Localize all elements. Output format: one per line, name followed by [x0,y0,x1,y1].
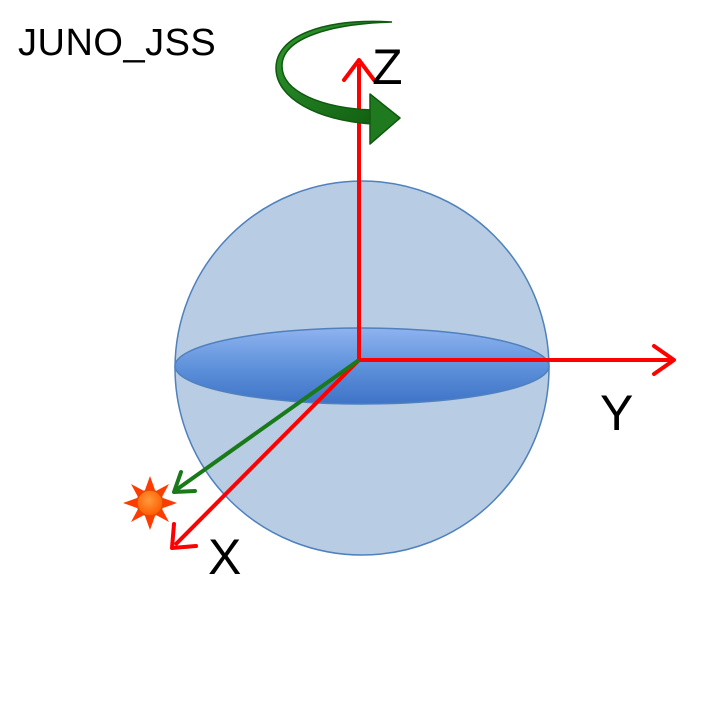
y-axis [359,344,676,376]
equatorial-plane [174,327,550,405]
y-axis-label: Y [600,385,634,441]
x-axis-label: X [208,529,242,585]
sun-direction-arrow [172,358,361,494]
sun-icon [123,476,177,530]
z-axis-label: Z [372,39,403,95]
x-axis [170,358,361,550]
rotation-arrow-icon [275,20,401,145]
diagram-title: JUNO_JSS [18,22,217,64]
